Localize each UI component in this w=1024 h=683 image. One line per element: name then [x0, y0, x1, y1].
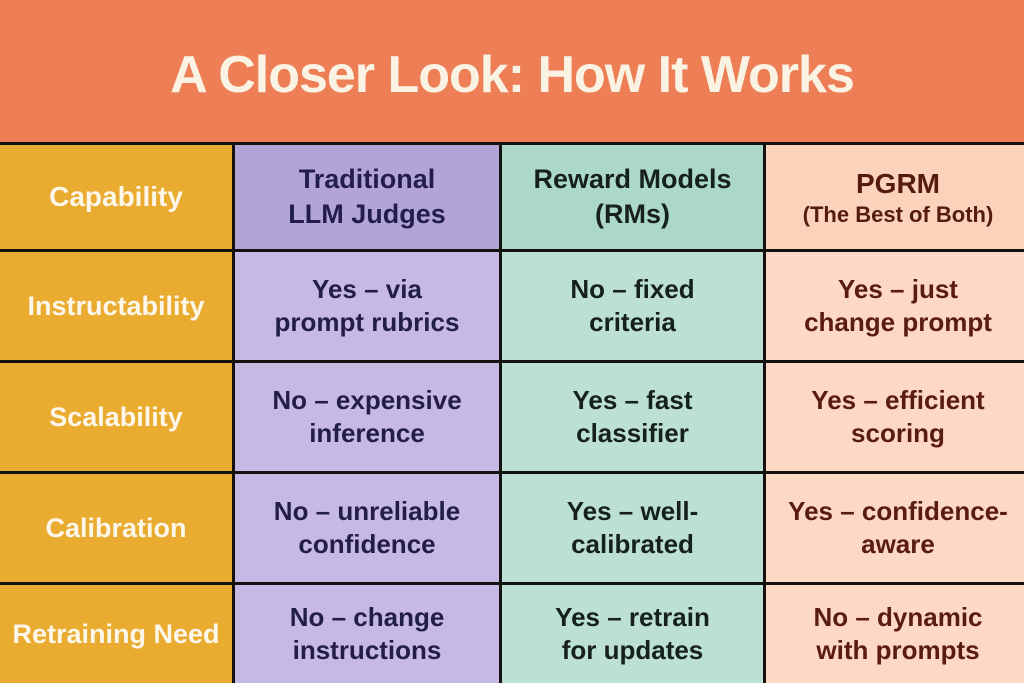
page-title: A Closer Look: How It Works [170, 46, 855, 104]
cell-retraining-pgrm: No – dynamic with prompts [766, 585, 1024, 683]
row-label-scalability: Scalability [0, 363, 232, 471]
cell-scalability-rm: Yes – fast classifier [502, 363, 763, 471]
cell-instructability-rm: No – fixed criteria [502, 252, 763, 360]
cell-scalability-llm: No – expensive inference [235, 363, 499, 471]
cell-instructability-llm: Yes – via prompt rubrics [235, 252, 499, 360]
header-pgrm-subtitle: (The Best of Both) [802, 201, 994, 227]
cell-calibration-rm: Yes – well- calibrated [502, 474, 763, 582]
row-label-instructability: Instructability [0, 252, 232, 360]
cell-calibration-llm: No – unreliable confidence [235, 474, 499, 582]
header-pgrm-title: PGRM [856, 167, 940, 199]
header-reward-models: Reward Models (RMs) [502, 145, 763, 249]
header-capability: Capability [0, 145, 232, 249]
header-traditional-llm-judges: Traditional LLM Judges [235, 145, 499, 249]
comparison-table: Capability Traditional LLM Judges Reward… [0, 142, 1024, 683]
cell-retraining-llm: No – change instructions [235, 585, 499, 683]
cell-instructability-pgrm: Yes – just change prompt [766, 252, 1024, 360]
row-label-retraining-need: Retraining Need [0, 585, 232, 683]
title-banner: A Closer Look: How It Works [0, 0, 1024, 142]
cell-calibration-pgrm: Yes – confidence- aware [766, 474, 1024, 582]
cell-scalability-pgrm: Yes – efficient scoring [766, 363, 1024, 471]
cell-retraining-rm: Yes – retrain for updates [502, 585, 763, 683]
header-pgrm: PGRM (The Best of Both) [766, 145, 1024, 249]
row-label-calibration: Calibration [0, 474, 232, 582]
